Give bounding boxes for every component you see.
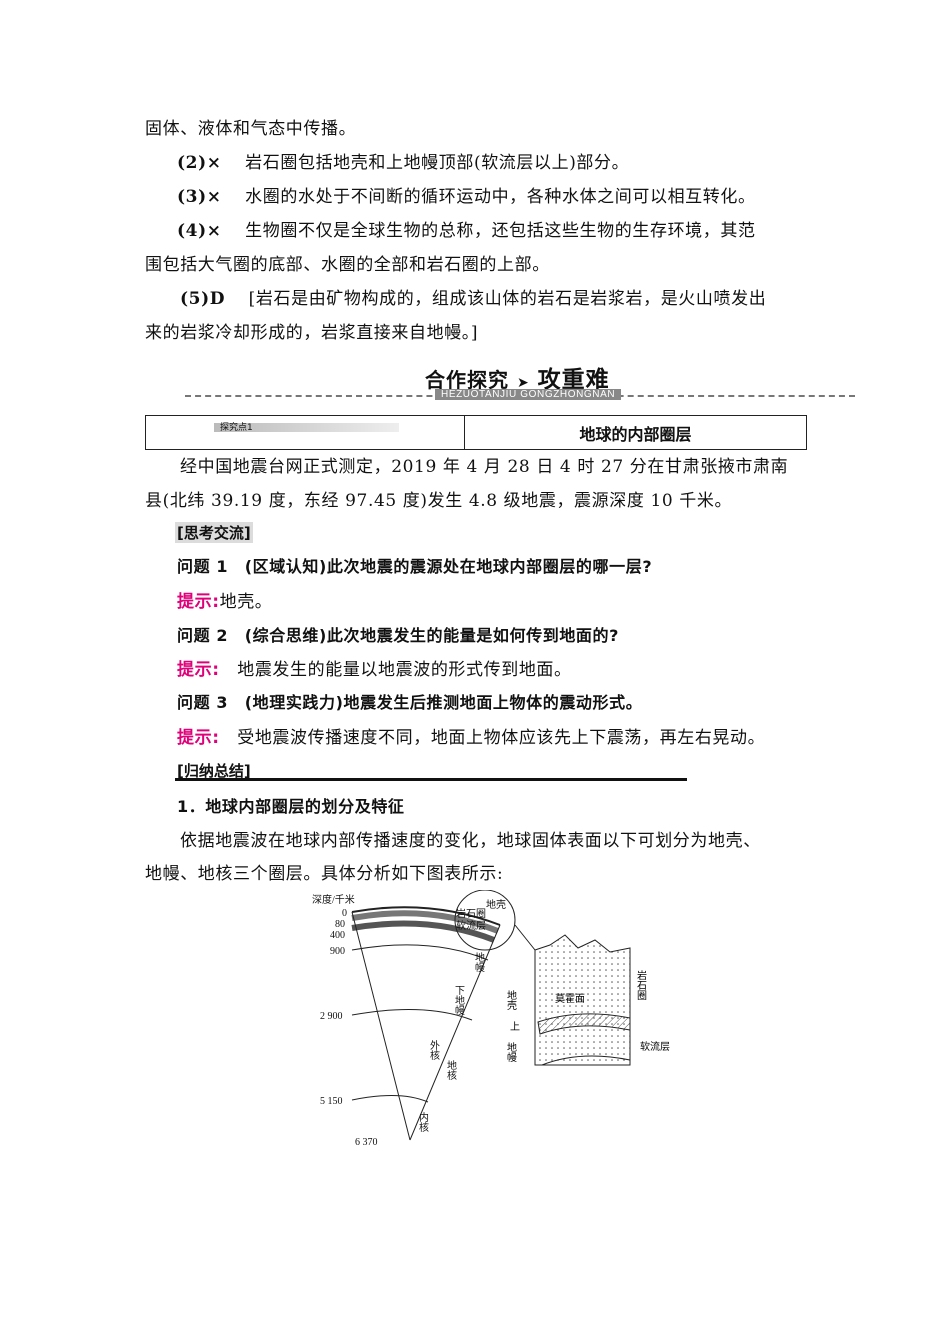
label-inner-core: 内核 [417,1111,429,1133]
answer-text: 生物圈不仅是全球生物的总称，还包括这些生物的生存环境，其范 [245,221,756,241]
topic-title: 地球的内部圈层 [579,424,692,444]
label-outer-core: 外核 [428,1040,440,1061]
zoom-label-mantle: 地幔 [505,1041,517,1063]
wedge [351,906,501,1141]
banner-arrow-icon: ➤ [516,375,530,391]
label-asthenosphere: 软流层 [456,919,486,932]
depth-labels: 深度/千米 0 80 400 900 2 900 5 150 6 370 [312,893,378,1148]
depth-tick: 0 [342,908,347,919]
tag-decoration [214,423,399,432]
banner-title: 合作探究 ➤ 攻重难 [425,360,610,394]
intro-line: 经中国地震台网正式测定，2019 年 4 月 28 日 4 时 27 分在甘肃张… [180,457,789,477]
body-line: 地幔、地核三个圈层。具体分析如下图表所示: [145,864,504,884]
section-heading: 1．地球内部圈层的划分及特征 [177,797,405,816]
hint-text: 地震发生的能量以地震波的形式传到地面。 [237,660,572,680]
topic-table: 探究点1 地球的内部圈层 [145,415,807,450]
section-banner: 合作探究 ➤ 攻重难 HEZUOTANJIU GONGZHONGNAN [185,355,855,405]
depth-tick: 6 370 [355,1137,378,1148]
answer-text: 岩石圈包括地壳和上地幔顶部(软流层以上)部分。 [245,153,630,173]
zoom-connector [514,924,536,951]
paragraph-line: 围包括大气圈的底部、水圈的全部和岩石圈的上部。 [145,255,550,275]
question: 问题 1 (区域认知)此次地震的震源处在地球内部圈层的哪一层? [177,557,653,576]
hint-text: 地壳。 [219,592,273,612]
body-line: 依据地震波在地球内部传播速度的变化，地球固体表面以下可划分为地壳、 [180,831,761,851]
summary-divider [175,778,687,781]
hint-label: 提示: [177,660,220,680]
question: 问题 2 (综合思维)此次地震发生的能量是如何传到地面的? [177,626,620,645]
summary-tag: [归纳总结] [177,762,251,780]
zoom-label-asthenosphere: 软流层 [640,1040,670,1053]
paragraph-line: 来的岩浆冷却形成的，岩浆直接来自地幔。] [145,323,479,343]
hint-label: 提示: [177,728,220,748]
layer-labels: 岩石圈 软流层 地壳 地幔 下地幔 外核 地核 内核 [417,898,507,1133]
intro-line: 县(北纬 39.19 度，东经 97.45 度)发生 4.8 级地震，震源深度 … [145,491,733,511]
label-moho: 莫霍面 [555,993,585,1005]
question: 问题 3 (地理实践力)地震发生后推测地面上物体的震动形式。 [177,693,643,712]
answer-number: (4)× [177,221,222,241]
label-lithosphere: 岩石圈 [456,907,486,920]
topic-tag: 探究点1 [220,423,253,433]
banner-title-emphasis: 攻重难 [537,367,610,393]
hint-text: 受地震波传播速度不同，地面上物体应该先上下震荡，再左右晃动。 [237,728,766,748]
depth-tick: 5 150 [320,1096,343,1107]
depth-tick: 900 [330,946,345,957]
paragraph-line: 固体、液体和气态中传播。 [145,119,357,139]
answer-text: [岩石是由矿物构成的，组成该山体的岩石是岩浆岩，是火山喷发出 [248,289,767,309]
answer-4: (4)× 生物圈不仅是全球生物的总称，还包括这些生物的生存环境，其范 [177,220,756,242]
zoom-label-lithosphere: 岩石圈 [635,969,647,1001]
label-lower-mantle: 下地幔 [453,985,465,1016]
answer-number: (2)× [177,153,222,173]
earth-interior-figure: 深度/千米 0 80 400 900 2 900 5 150 6 370 岩石圈… [312,890,670,1148]
answer-text: 水圈的水处于不间断的循环运动中，各种水体之间可以相互转化。 [245,187,756,207]
answer-2: (2)× 岩石圈包括地壳和上地幔顶部(软流层以上)部分。 [177,152,629,174]
answer-number: (5)D [180,289,226,309]
label-crust: 地壳 [486,898,506,911]
hint: 提示: 受地震波传播速度不同，地面上物体应该先上下震荡，再左右晃动。 [177,727,765,749]
answer-number: (3)× [177,187,222,207]
depth-tick: 2 900 [320,1011,343,1022]
label-core: 地核 [445,1059,457,1081]
answer-3: (3)× 水圈的水处于不间断的循环运动中，各种水体之间可以相互转化。 [177,186,756,208]
zoom-label-upper: 上 [510,1021,520,1033]
depth-tick: 400 [330,930,345,941]
zoom-label-crust: 地壳 [505,989,517,1011]
depth-tick: 80 [335,919,345,930]
hint: 提示: 地震发生的能量以地震波的形式传到地面。 [177,659,572,681]
zoom-circle [454,890,516,951]
zoom-panel: 莫霍面 地壳 上 地幔 岩石圈 软流层 [505,934,670,1066]
answer-5: (5)D [岩石是由矿物构成的，组成该山体的岩石是岩浆岩，是火山喷发出 [180,288,766,310]
topic-tag-cell: 探究点1 [146,416,465,449]
depth-axis-label: 深度/千米 [312,893,355,906]
hint-label: 提示: [177,592,220,612]
banner-subtitle: HEZUOTANJIU GONGZHONGNAN [435,389,622,400]
label-mantle: 地幔 [473,951,485,973]
banner-title-part: 合作探究 [425,368,509,392]
think-tag: [思考交流] [175,522,253,543]
hint: 提示:地壳。 [177,591,272,613]
